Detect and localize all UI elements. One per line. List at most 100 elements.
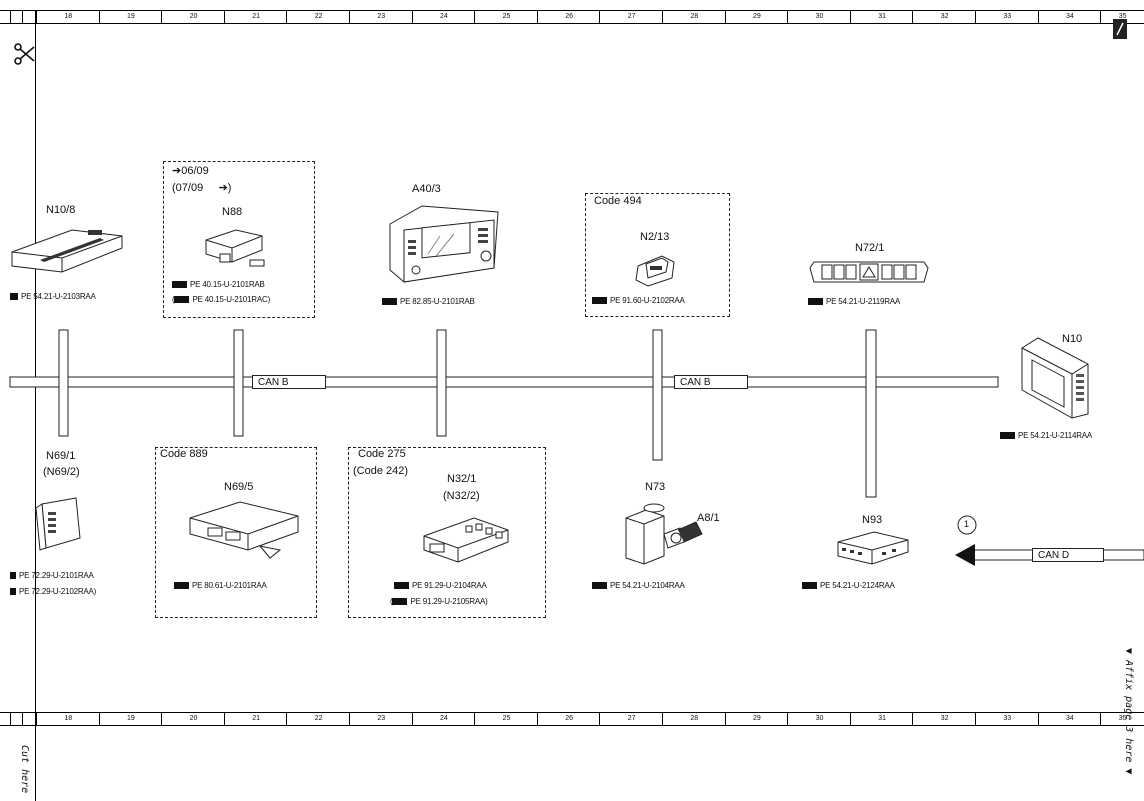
ruler-cell-23: 23 <box>349 11 413 23</box>
n88-ref-1: PE 40.15-U-2101RAB <box>172 281 265 289</box>
ruler-cell-34: 34 <box>1037 713 1102 725</box>
n69-5-ref: PE 80.61-U-2101RAA <box>174 582 267 590</box>
n32-1-device <box>423 517 509 563</box>
a40-3-device <box>389 205 499 283</box>
ruler-cell-30: 30 <box>787 11 851 23</box>
ruler-cell-20: 20 <box>161 11 225 23</box>
can-b-label-2: CAN B <box>674 375 748 389</box>
n10-label: N10 <box>1062 333 1083 345</box>
n88-device <box>205 229 265 267</box>
n69-5-code-box <box>155 447 317 618</box>
ruler-cell-35: 35 <box>1100 11 1144 23</box>
n73-label: N73 <box>645 481 666 493</box>
ruler-cell-28: 28 <box>662 713 726 725</box>
n10-8-label: N10/8 <box>46 204 76 216</box>
scissors-icon <box>12 42 36 66</box>
ruler-cell-22: 22 <box>286 11 350 23</box>
n69-1-ref-2: PE 72.29-U-2102RAA) <box>10 588 96 596</box>
ruler-cell-21: 21 <box>223 11 288 23</box>
ruler-cell-26: 26 <box>536 713 601 725</box>
n72-1-label: N72/1 <box>855 242 885 254</box>
ruler-cell-33: 33 <box>975 11 1039 23</box>
ruler-cell-26: 26 <box>536 11 601 23</box>
marker-number: 1 <box>964 519 970 529</box>
branch-n2-13 <box>652 329 663 461</box>
left-margin-line <box>35 10 36 801</box>
n88-ref-2: (PE 40.15-U-2101RAC) <box>172 295 271 304</box>
n2-13-device <box>635 255 675 287</box>
ruler-cell-33: 33 <box>975 713 1039 725</box>
n32-1-label: N32/1 <box>447 473 477 485</box>
ruler-cell-21: 21 <box>223 713 288 725</box>
n10-8-ref: PE 54.21-U-2103RAA <box>10 293 96 301</box>
n2-13-label: N2/13 <box>640 231 670 243</box>
ruler-cell-18: 18 <box>36 713 100 725</box>
corner-tab-icon <box>1112 18 1128 40</box>
reference-icon <box>10 588 16 595</box>
reference-icon <box>10 572 16 579</box>
n10-ref: PE 54.21-U-2114RAA <box>1000 432 1092 440</box>
n73-ref: PE 54.21-U-2104RAA <box>592 582 685 590</box>
ruler-cell-24: 24 <box>411 11 476 23</box>
n69-1-device <box>35 497 81 551</box>
n69-5-label: N69/5 <box>224 481 254 493</box>
a40-3-label: A40/3 <box>412 183 441 195</box>
can-d-label: CAN D <box>1032 548 1104 562</box>
a8-1-label: A8/1 <box>697 512 720 524</box>
ruler-cell-29: 29 <box>724 713 789 725</box>
reference-icon <box>592 297 607 304</box>
can-b-label-1: CAN B <box>252 375 326 389</box>
reference-icon <box>174 296 190 303</box>
ruler-cell-20: 20 <box>161 713 225 725</box>
branch-n72-1 <box>865 329 877 498</box>
n2-13-ref: PE 91.60-U-2102RAA <box>592 297 685 305</box>
ruler-cell-29: 29 <box>724 11 789 23</box>
ruler-cell-31: 31 <box>849 713 914 725</box>
reference-icon <box>802 582 817 589</box>
n32-1-code-box <box>348 447 546 618</box>
reference-icon <box>10 293 18 300</box>
ruler-cell-28: 28 <box>662 11 726 23</box>
reference-icon <box>394 582 409 589</box>
n32-1-ref-1: PE 91.29-U-2104RAA <box>394 582 487 590</box>
ruler-cell-27: 27 <box>599 11 663 23</box>
n69-2-label: (N69/2) <box>43 466 80 478</box>
n69-5-code: Code 889 <box>160 448 208 460</box>
ruler-cell-31: 31 <box>849 11 914 23</box>
can-d-arrowhead <box>955 544 975 566</box>
ruler-cell-19: 19 <box>98 11 163 23</box>
n69-1-label: N69/1 <box>46 450 76 462</box>
ruler-divider <box>10 11 11 23</box>
n93-label: N93 <box>862 514 883 526</box>
n32-1-ref-2: (PE 91.29-U-2105RAA) <box>390 597 488 606</box>
ruler-cell-25: 25 <box>474 713 538 725</box>
n2-13-code: Code 494 <box>594 195 642 207</box>
ruler-cell-23: 23 <box>349 713 413 725</box>
a40-3-ref: PE 82.85-U-2101RAB <box>382 298 475 306</box>
ruler-cell-30: 30 <box>787 713 851 725</box>
reference-icon <box>392 598 408 605</box>
n88-date-until: (07/09 ➔) <box>172 182 232 194</box>
ruler-cell-32: 32 <box>912 713 976 725</box>
n10-8-device <box>11 229 123 273</box>
reference-icon <box>1000 432 1015 439</box>
n32-1-code-1: Code 275 <box>358 448 406 460</box>
n72-1-ref: PE 54.21-U-2119RAA <box>808 298 900 306</box>
ruler-cell-19: 19 <box>98 713 163 725</box>
ruler-divider <box>22 713 23 725</box>
ruler-cell-18: 18 <box>36 11 100 23</box>
n69-5-device <box>189 501 299 559</box>
n93-device <box>837 531 909 565</box>
n88-label: N88 <box>222 206 243 218</box>
n10-device <box>1021 337 1089 419</box>
n2-13-code-box <box>585 193 730 317</box>
ruler-divider <box>10 713 11 725</box>
marker-circle <box>957 515 977 535</box>
n88-code-box <box>163 161 315 318</box>
ruler-cell-22: 22 <box>286 713 350 725</box>
n32-1-code-2: (Code 242) <box>353 465 409 477</box>
ruler-cell-25: 25 <box>474 11 538 23</box>
